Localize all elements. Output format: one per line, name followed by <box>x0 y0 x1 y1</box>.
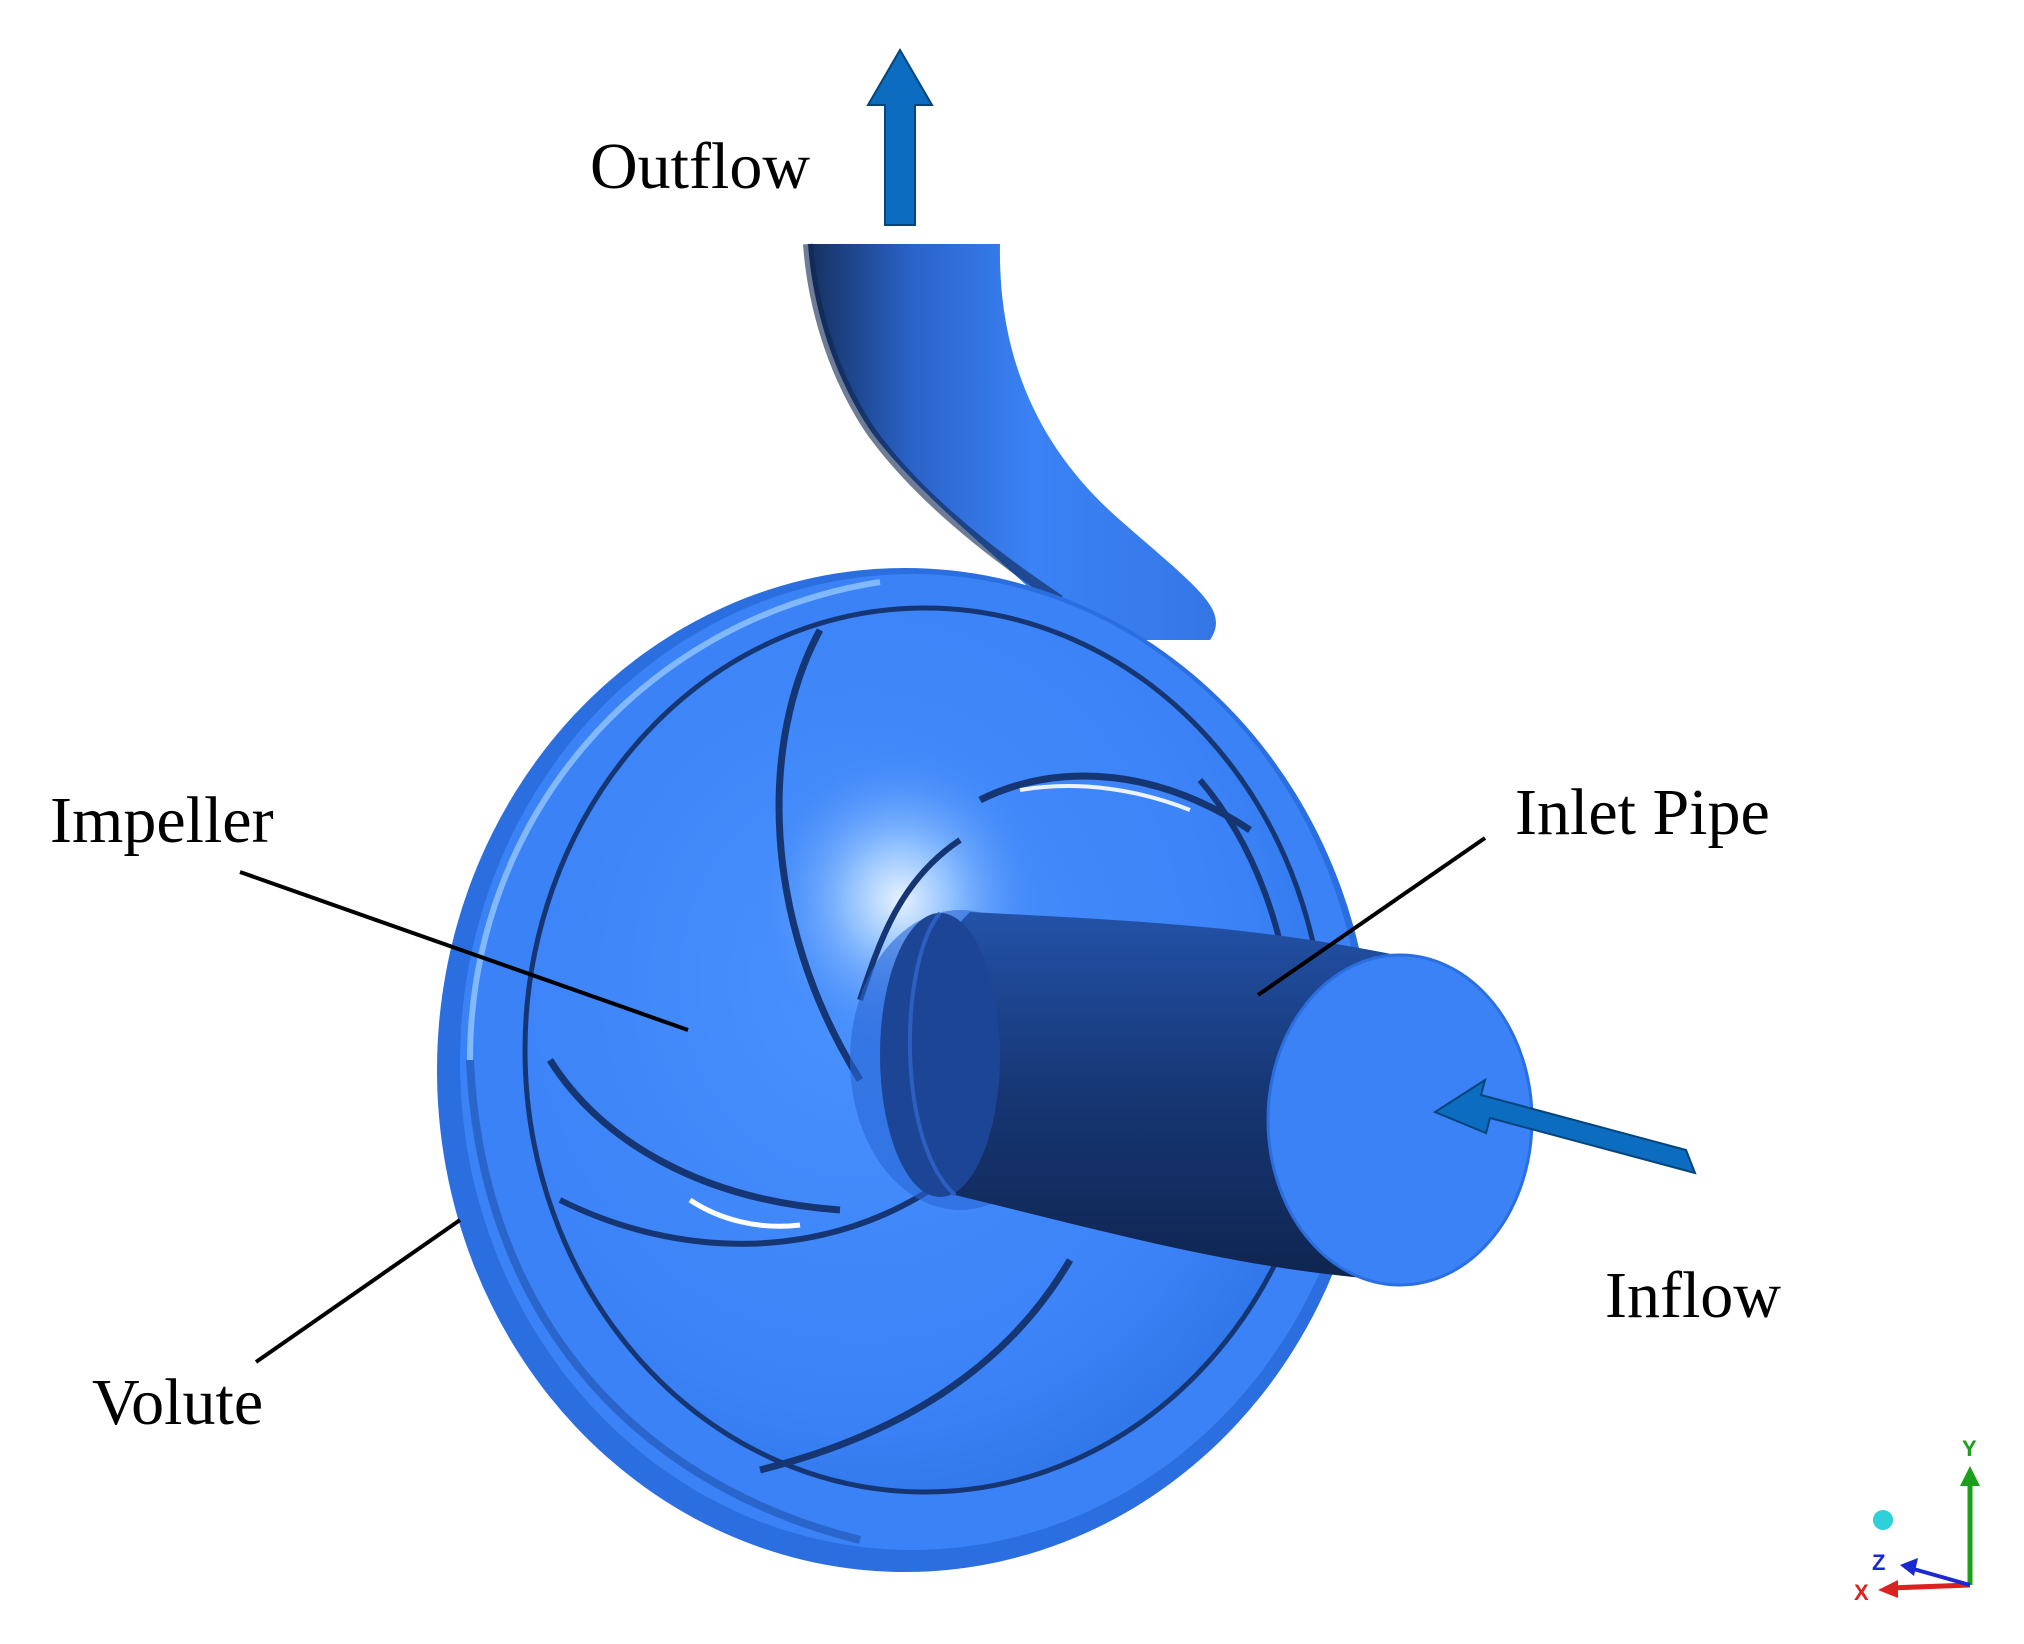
inlet-pipe-leader-line <box>1256 836 1487 997</box>
impeller-label: Impeller <box>50 784 274 857</box>
z-axis-line <box>1909 1566 1971 1587</box>
impeller-leader-line <box>239 870 689 1032</box>
axis-origin-marker <box>1873 1510 1893 1530</box>
x-axis-arrowhead <box>1878 1580 1898 1598</box>
inflow-arrow <box>1432 1077 1697 1175</box>
volute-label: Volute <box>92 1366 263 1439</box>
outlet-pipe <box>803 243 1216 640</box>
outflow-label: Outflow <box>590 130 810 203</box>
z-axis-arrowhead <box>1900 1558 1918 1576</box>
volute-leader-line <box>254 1218 462 1364</box>
x-axis-label: X <box>1854 1580 1869 1605</box>
y-axis-arrowhead <box>1960 1466 1980 1486</box>
outflow-arrow <box>866 48 934 226</box>
inlet-pipe-label: Inlet Pipe <box>1515 776 1770 849</box>
y-axis-label: Y <box>1962 1436 1977 1461</box>
z-axis-label: Z <box>1872 1550 1885 1575</box>
x-axis-line <box>1889 1582 1971 1591</box>
inlet-pipe <box>880 911 1534 1287</box>
axis-triad: Y X Z <box>1854 1436 1980 1605</box>
inflow-label: Inflow <box>1605 1259 1781 1332</box>
